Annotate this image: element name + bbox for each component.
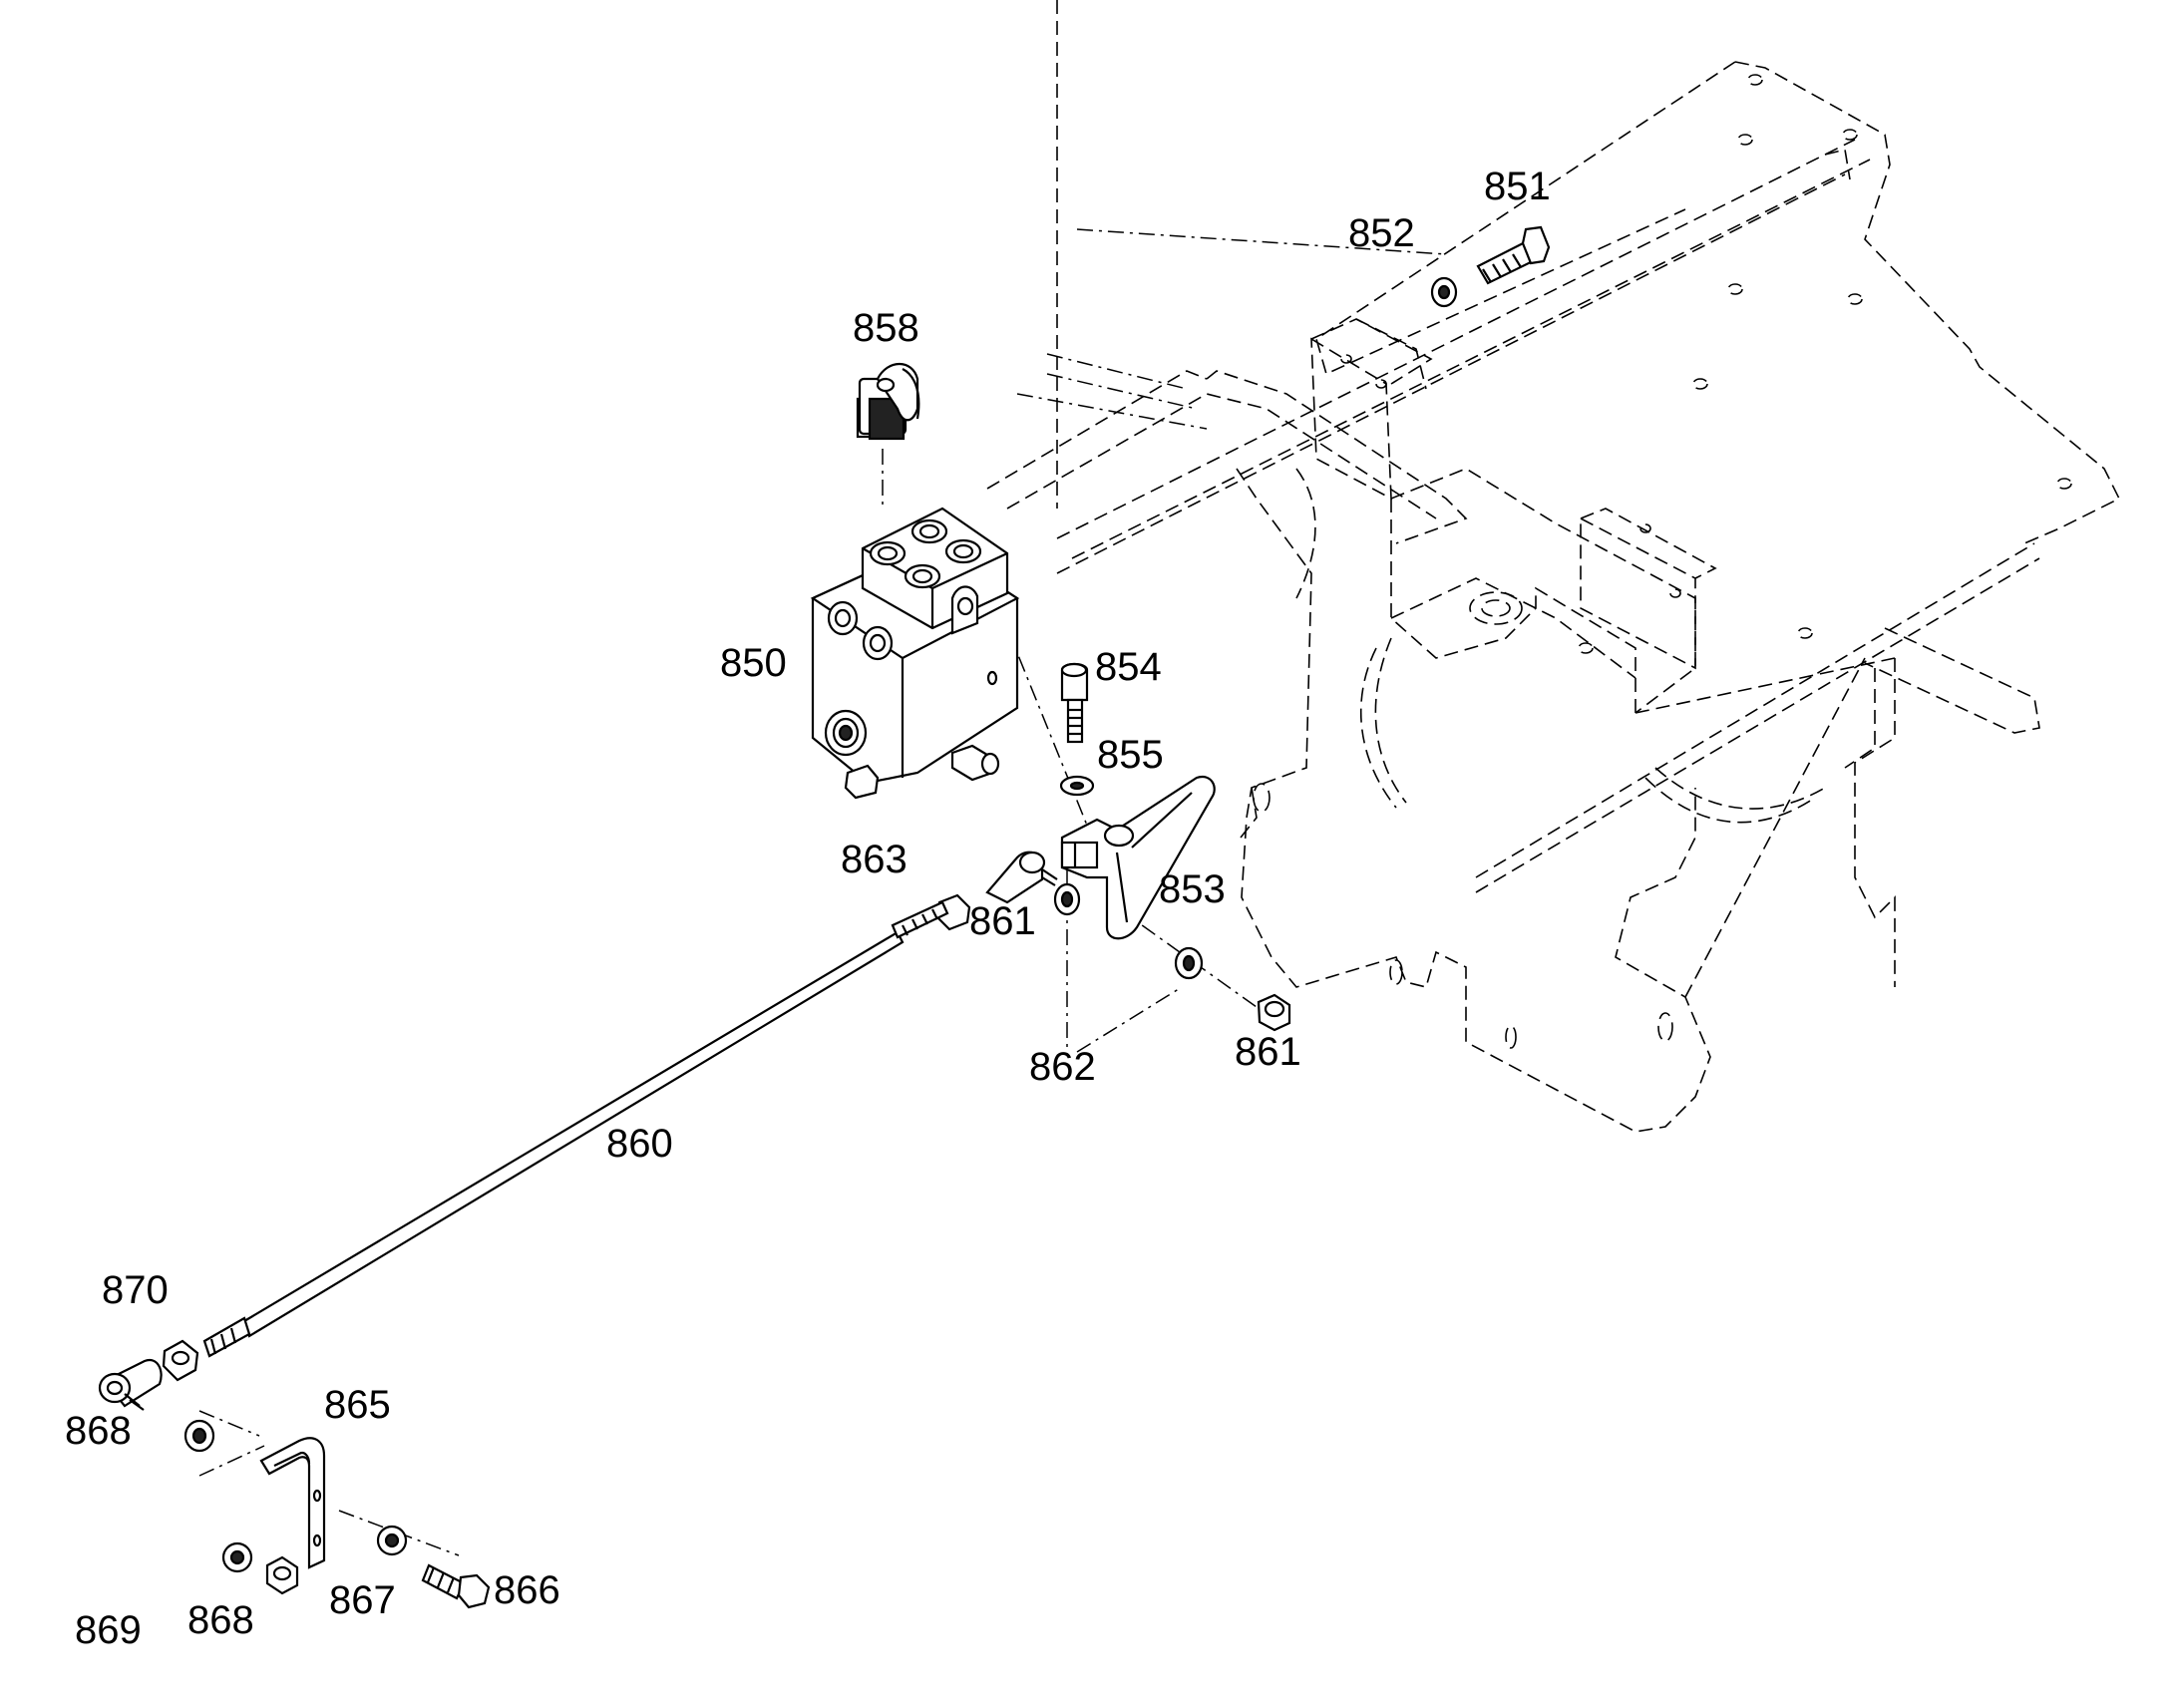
washer-869-lower xyxy=(221,1541,253,1573)
leader-lines xyxy=(198,228,1447,1556)
label-869: 869 xyxy=(75,1608,142,1652)
washer-862-right xyxy=(1174,946,1204,980)
label-853: 853 xyxy=(1159,867,1226,911)
label-851: 851 xyxy=(1484,165,1551,208)
label-858: 858 xyxy=(853,306,919,350)
label-854: 854 xyxy=(1095,645,1162,689)
nut-870 xyxy=(162,1339,199,1382)
nut-861-right xyxy=(1257,993,1291,1032)
label-850: 850 xyxy=(720,641,787,685)
valve-block-850 xyxy=(810,507,1020,800)
label-863: 863 xyxy=(841,838,908,881)
washer-862-left xyxy=(1053,882,1081,916)
rod-860 xyxy=(202,900,949,1358)
label-861-upper: 861 xyxy=(969,899,1036,943)
label-865: 865 xyxy=(324,1383,391,1427)
washer-855 xyxy=(1059,775,1095,797)
label-855: 855 xyxy=(1097,733,1164,777)
label-861-right: 861 xyxy=(1235,1030,1301,1074)
washer-867 xyxy=(376,1525,408,1556)
bolt-851 xyxy=(1476,225,1551,285)
label-866: 866 xyxy=(494,1568,560,1612)
nut-868-lower xyxy=(265,1555,299,1595)
fitting-858 xyxy=(856,363,920,441)
rod-end-863 xyxy=(985,851,1058,904)
label-870: 870 xyxy=(102,1268,169,1312)
bolt-866 xyxy=(421,1563,491,1609)
label-862: 862 xyxy=(1029,1045,1096,1089)
rod-end-868 xyxy=(98,1358,163,1411)
label-868-upper: 868 xyxy=(65,1409,132,1453)
label-860: 860 xyxy=(606,1122,673,1166)
washer-869-upper xyxy=(183,1419,215,1453)
label-868-lower: 868 xyxy=(187,1598,254,1642)
lever-853 xyxy=(1060,775,1216,940)
label-852: 852 xyxy=(1348,211,1415,255)
bracket-865 xyxy=(259,1437,326,1569)
frame-phantom xyxy=(986,0,2121,1133)
label-867: 867 xyxy=(329,1578,396,1622)
washer-852 xyxy=(1430,276,1458,308)
screw-854 xyxy=(1060,662,1089,744)
